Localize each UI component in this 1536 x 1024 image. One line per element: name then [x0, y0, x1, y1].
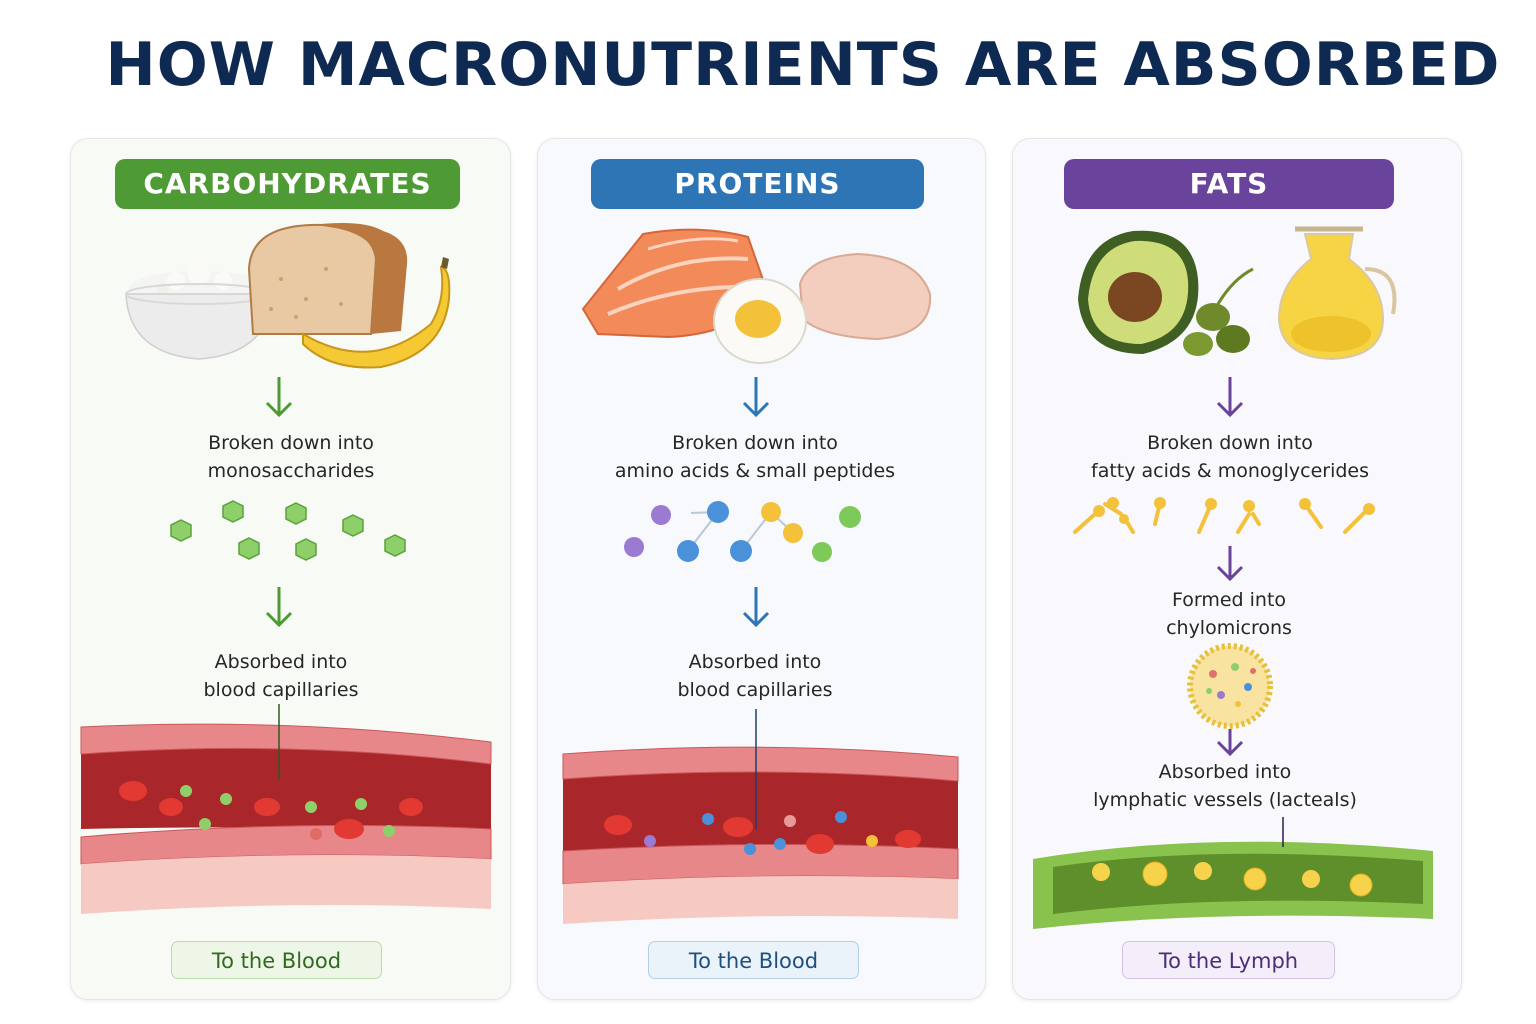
- fats-heading: FATS: [1064, 159, 1394, 209]
- lymphatic-vessel-icon: [1033, 817, 1433, 929]
- arrow-down-icon: [265, 587, 293, 628]
- bread-icon: [247, 223, 408, 335]
- boiled-egg-icon: [713, 278, 807, 364]
- proteins-breakdown-text: Broken down into amino acids & small pep…: [614, 432, 896, 482]
- fats-chylomicron-text: Formed into chylomicrons: [1166, 589, 1292, 639]
- fats-absorption-text: Absorbed into lymphatic vessels (lacteal…: [1093, 761, 1357, 811]
- fats-illustration: [1033, 226, 1433, 929]
- proteins-absorption-text: Absorbed into blood capillaries: [677, 651, 833, 701]
- banana-icon: [302, 257, 451, 369]
- arrow-down-icon: [265, 377, 293, 418]
- proteins-destination-badge: To the Blood: [648, 941, 859, 979]
- amino-acid-molecules: [624, 501, 861, 562]
- chylomicron-icon: [1187, 643, 1273, 729]
- arrow-down-icon: [742, 587, 770, 628]
- blood-capillary-icon: [562, 709, 959, 924]
- fatty-acid-molecules: [1073, 497, 1375, 534]
- monosaccharide-molecules: [170, 500, 406, 561]
- carbohydrates-destination-badge: To the Blood: [171, 941, 382, 979]
- carbohydrates-breakdown-text: Broken down into monosaccharides: [207, 432, 375, 482]
- blood-capillary-icon: [80, 704, 492, 914]
- carbohydrates-absorption-text: Absorbed into blood capillaries: [203, 651, 359, 701]
- proteins-panel: PROTEINS: [537, 138, 986, 1000]
- arrow-down-icon: [1216, 377, 1244, 418]
- arrow-down-icon: [1216, 729, 1244, 757]
- carbohydrates-panel: CARBOHYDRATES: [70, 138, 511, 1000]
- arrow-down-icon: [1216, 546, 1244, 582]
- proteins-heading: PROTEINS: [591, 159, 924, 209]
- carbohydrates-illustration: [80, 223, 492, 914]
- olive-oil-jug-icon: [1277, 226, 1397, 361]
- proteins-illustration: [562, 228, 959, 924]
- fats-destination-badge: To the Lymph: [1122, 941, 1335, 979]
- carbohydrates-heading: CARBOHYDRATES: [115, 159, 460, 209]
- fats-breakdown-text: Broken down into fatty acids & monoglyce…: [1091, 432, 1369, 482]
- avocado-icon: [1078, 230, 1199, 354]
- fats-panel: FATS: [1012, 138, 1462, 1000]
- chicken-breast-icon: [798, 252, 932, 341]
- olives-icon: [1183, 267, 1254, 356]
- arrow-down-icon: [742, 377, 770, 418]
- page-title: HOW MACRONUTRIENTS ARE ABSORBED: [105, 30, 1501, 100]
